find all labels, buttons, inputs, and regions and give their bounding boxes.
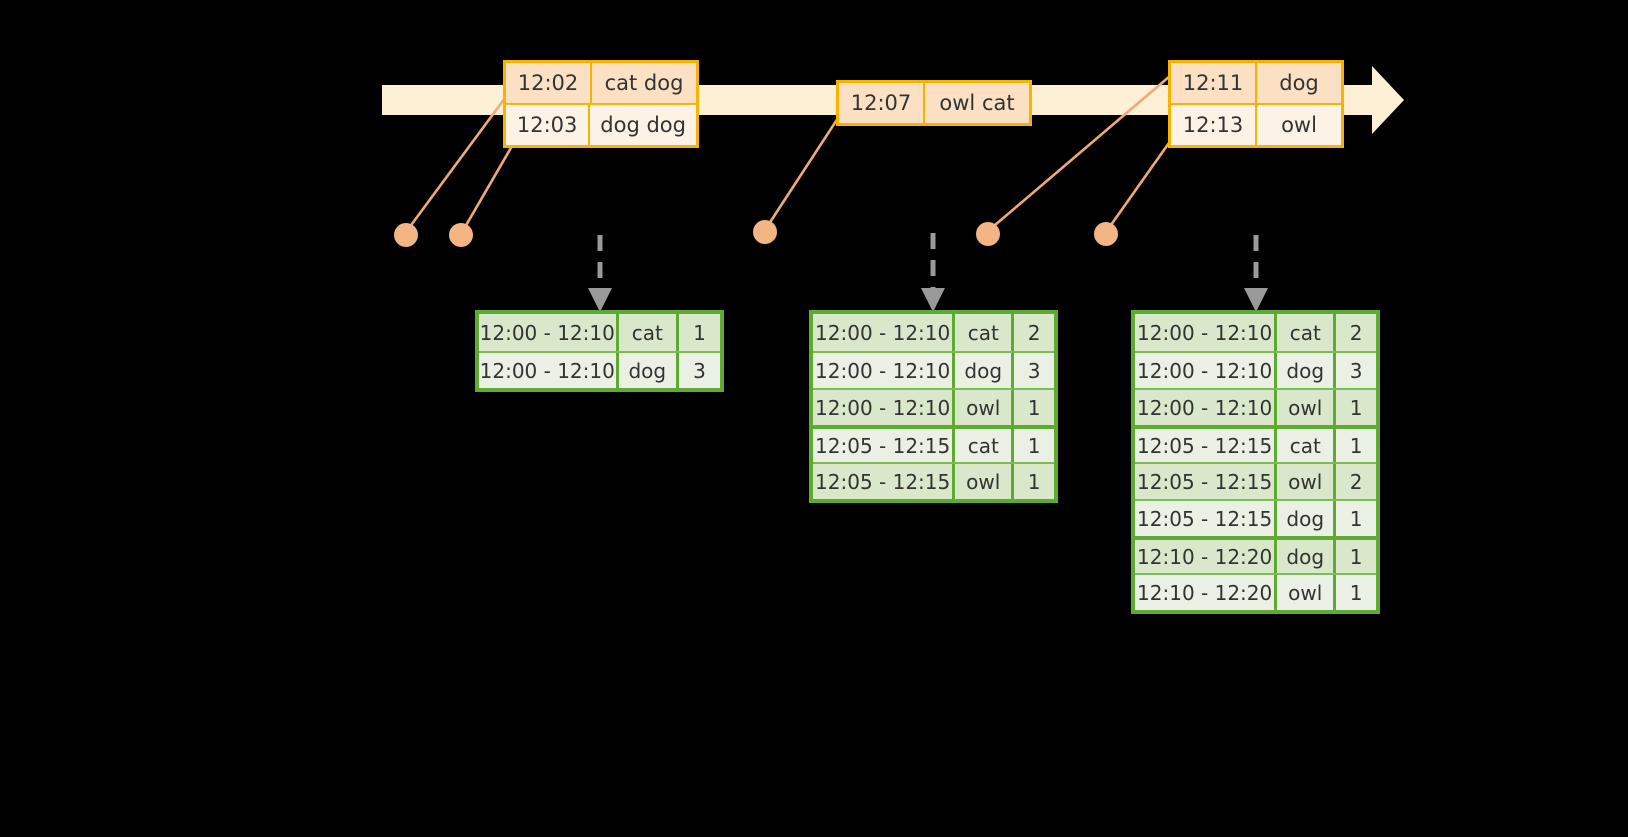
event-words: cat dog	[604, 71, 684, 95]
window-cell: 12:00 - 12:10	[479, 314, 619, 351]
event-words: owl cat	[939, 91, 1015, 115]
window-cell: 12:00 - 12:10	[479, 353, 619, 388]
key-cell: owl	[955, 464, 1015, 499]
key-cell: owl	[1277, 575, 1337, 610]
count-cell: 1	[1349, 433, 1363, 458]
event-time: 12:13	[1171, 105, 1257, 145]
event-words: dog	[1279, 71, 1319, 95]
event-row[interactable]: 12:03 dog dog	[506, 103, 696, 145]
count-cell: 3	[693, 358, 706, 383]
window-cell: 12:00 - 12:10	[1135, 353, 1278, 388]
window-cell: 12:05 - 12:15	[1135, 429, 1278, 462]
key-cell: cat	[955, 314, 1015, 351]
window-cell: 12:05 - 12:15	[1135, 501, 1278, 536]
key-cell: cat	[1277, 429, 1337, 462]
event-dot	[753, 220, 777, 244]
window-cell: 12:00 - 12:10	[813, 314, 956, 351]
dashed-arrow-to-table-3	[1244, 235, 1268, 312]
count-cell: 1	[1027, 395, 1041, 420]
count-cell: 1	[693, 320, 706, 345]
event-time: 12:03	[506, 105, 591, 145]
count-cell: 1	[1349, 544, 1363, 569]
dashed-arrows	[588, 233, 1268, 312]
count-cell: 3	[1027, 358, 1041, 383]
event-dots	[394, 220, 1118, 247]
key-cell: dog	[1277, 353, 1337, 388]
key-cell: owl	[1277, 464, 1337, 499]
key-cell: cat	[1277, 314, 1337, 351]
window-cell: 12:00 - 12:10	[813, 390, 956, 425]
event-words: dog dog	[600, 113, 686, 137]
event-group-1[interactable]: 12:02 cat dog 12:03 dog dog	[503, 60, 699, 148]
event-dot	[1094, 222, 1118, 246]
window-cell: 12:05 - 12:15	[1135, 464, 1278, 499]
event-time: 12:11	[1171, 63, 1257, 103]
key-cell: owl	[955, 390, 1015, 425]
window-cell: 12:10 - 12:20	[1135, 540, 1278, 573]
key-cell: cat	[955, 429, 1015, 462]
window-cell: 12:05 - 12:15	[813, 429, 956, 462]
dashed-arrow-to-table-1	[588, 235, 612, 312]
key-cell: owl	[1277, 390, 1337, 425]
event-time: 12:02	[506, 63, 592, 103]
count-cell: 2	[1027, 320, 1041, 345]
event-row[interactable]: 12:11 dog	[1171, 63, 1341, 103]
key-cell: dog	[1277, 501, 1337, 536]
window-cell: 12:05 - 12:15	[813, 464, 956, 499]
event-row[interactable]: 12:07 owl cat	[839, 83, 1029, 123]
event-group-2[interactable]: 12:07 owl cat	[836, 80, 1032, 126]
event-group-3[interactable]: 12:11 dog 12:13 owl	[1168, 60, 1344, 148]
count-cell: 2	[1349, 469, 1363, 494]
key-cell: dog	[955, 353, 1015, 388]
dashed-arrow-to-table-2	[921, 233, 945, 312]
key-cell: dog	[619, 353, 680, 388]
event-words: owl	[1281, 113, 1317, 137]
window-cell: 12:00 - 12:10	[813, 353, 956, 388]
window-cell: 12:10 - 12:20	[1135, 575, 1278, 610]
event-time: 12:07	[839, 83, 925, 123]
count-cell: 1	[1027, 469, 1041, 494]
count-cell: 1	[1027, 433, 1041, 458]
window-cell: 12:00 - 12:10	[1135, 314, 1278, 351]
count-cell: 1	[1349, 395, 1363, 420]
count-cell: 1	[1349, 506, 1363, 531]
event-row[interactable]: 12:13 owl	[1171, 103, 1341, 145]
event-dot	[394, 223, 418, 247]
key-cell: cat	[619, 314, 680, 351]
event-row[interactable]: 12:02 cat dog	[506, 63, 696, 103]
count-cell: 3	[1349, 358, 1363, 383]
count-cell: 2	[1349, 320, 1363, 345]
count-cell: 1	[1349, 580, 1363, 605]
key-cell: dog	[1277, 540, 1337, 573]
window-cell: 12:00 - 12:10	[1135, 390, 1278, 425]
event-dot	[976, 222, 1000, 246]
event-dot	[449, 223, 473, 247]
